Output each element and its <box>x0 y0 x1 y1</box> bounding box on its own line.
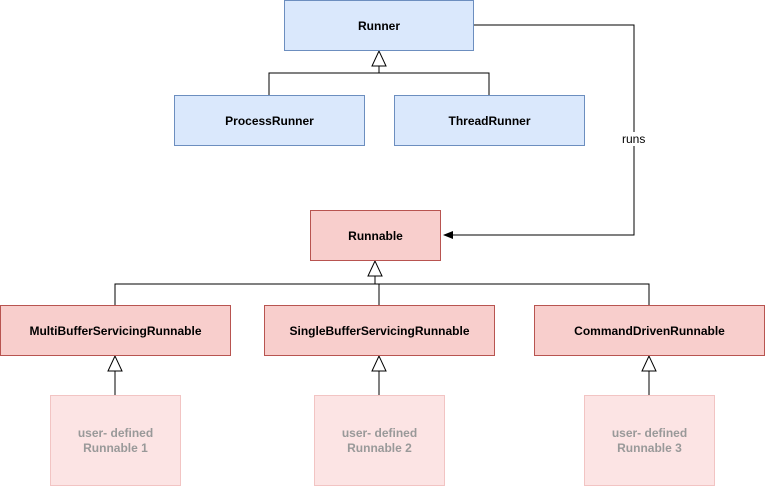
inheritance-triangle-multi-buffer <box>107 354 123 372</box>
command-driven-runnable-label: CommandDrivenRunnable <box>574 323 725 338</box>
command-driven-runnable-node[interactable]: CommandDrivenRunnable <box>534 305 765 356</box>
runner-node[interactable]: Runner <box>284 0 474 51</box>
inheritance-edge-single-buffer <box>374 276 380 305</box>
inheritance-edge-multi-buffer <box>114 276 376 305</box>
runner-label: Runner <box>358 18 400 33</box>
runnable-label: Runnable <box>348 228 403 243</box>
inheritance-triangle-command-driven <box>641 354 657 372</box>
inheritance-triangle-runner <box>371 49 387 67</box>
runs-association-edge <box>443 24 635 239</box>
thread-runner-label: ThreadRunner <box>448 113 531 128</box>
single-buffer-servicing-runnable-node[interactable]: SingleBufferServicingRunnable <box>264 305 495 356</box>
user-defined-runnable-2-node[interactable]: user- defined Runnable 2 <box>314 395 445 486</box>
user-defined-runnable-1-node[interactable]: user- defined Runnable 1 <box>50 395 181 486</box>
single-buffer-servicing-runnable-label: SingleBufferServicingRunnable <box>289 323 470 338</box>
process-runner-node[interactable]: ProcessRunner <box>174 95 365 146</box>
multi-buffer-servicing-runnable-label: MultiBufferServicingRunnable <box>29 323 202 338</box>
inheritance-triangle-runnable <box>367 259 383 277</box>
inheritance-edge-thread-runner <box>378 66 490 95</box>
inheritance-triangle-single-buffer <box>371 354 387 372</box>
process-runner-label: ProcessRunner <box>225 113 314 128</box>
runnable-node[interactable]: Runnable <box>310 210 441 261</box>
multi-buffer-servicing-runnable-node[interactable]: MultiBufferServicingRunnable <box>0 305 231 356</box>
user-defined-runnable-2-label: user- defined Runnable 2 <box>341 425 418 455</box>
user-defined-runnable-1-label: user- defined Runnable 1 <box>77 425 154 455</box>
inheritance-edge-process-runner <box>268 66 380 95</box>
runs-label: runs <box>621 132 647 146</box>
user-defined-runnable-3-label: user- defined Runnable 3 <box>611 425 688 455</box>
user-defined-runnable-3-node[interactable]: user- defined Runnable 3 <box>584 395 715 486</box>
thread-runner-node[interactable]: ThreadRunner <box>394 95 585 146</box>
inheritance-edge-command-driven <box>374 276 650 305</box>
